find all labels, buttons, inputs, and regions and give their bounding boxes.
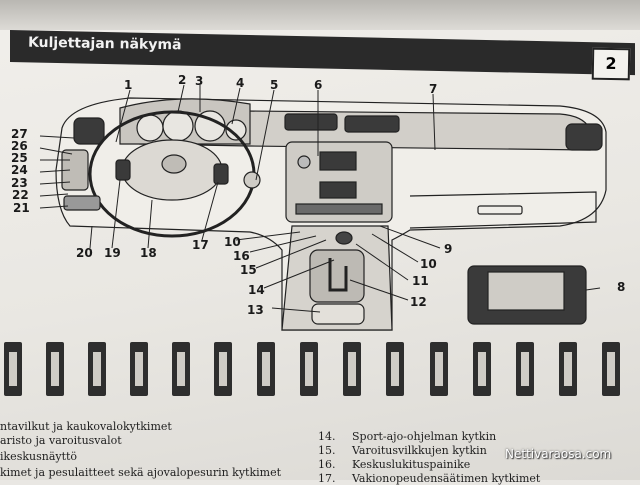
- callout-23: 23: [11, 176, 28, 190]
- gear-selector-surround: [309, 249, 365, 303]
- callout-6: 6: [314, 78, 323, 92]
- binder-tab: [214, 342, 232, 396]
- callout-5: 5: [270, 78, 279, 92]
- callout-27: 27: [11, 127, 28, 141]
- callout-2: 2: [178, 73, 187, 87]
- gauge-left: [136, 114, 164, 142]
- binder-tab: [516, 342, 534, 396]
- glovebox: [409, 191, 597, 229]
- callout-14: 14: [248, 283, 265, 297]
- legend-right-text: Varoitusvilkkujen kytkin: [352, 444, 487, 457]
- wheel-switches-left: [115, 159, 131, 181]
- gauge-speedometer: [162, 110, 194, 142]
- touch-screen-display: [487, 271, 565, 311]
- legend-left-item: ikeskusnäyttö: [0, 450, 78, 463]
- legend-right-text: Vakionopeudensäätimen kytkimet: [352, 472, 541, 485]
- binder-tabs: [0, 342, 640, 412]
- callout-1: 1: [124, 78, 133, 92]
- callout-10-right: 10: [420, 257, 437, 271]
- legend-right-number: 14.: [318, 430, 336, 443]
- console-lid: [311, 303, 365, 325]
- audio-knob: [297, 155, 311, 169]
- binder-tab: [430, 342, 448, 396]
- ignition-switch: [243, 171, 261, 189]
- steering-wheel-badge: [161, 154, 187, 174]
- callout-8: 8: [617, 280, 626, 294]
- callout-18: 18: [140, 246, 157, 260]
- callout-10-left: 10: [224, 235, 241, 249]
- binder-tab: [46, 342, 64, 396]
- binder-tab: [300, 342, 318, 396]
- binder-tab: [4, 342, 22, 396]
- binder-tab: [88, 342, 106, 396]
- legend-right-number: 15.: [318, 444, 336, 457]
- center-vent-right: [344, 115, 400, 133]
- callout-4: 4: [236, 76, 245, 90]
- binder-tab: [559, 342, 577, 396]
- callout-20: 20: [76, 246, 93, 260]
- right-vent: [565, 123, 603, 151]
- legend-right-number: 16.: [318, 458, 336, 471]
- control-buttons: [295, 203, 383, 215]
- binder-tab: [473, 342, 491, 396]
- legend-right-text: Keskuslukituspainike: [352, 458, 471, 471]
- gear-selector-gate: [328, 258, 348, 292]
- left-vent: [73, 117, 105, 145]
- climate-display: [319, 181, 357, 199]
- callout-21: 21: [13, 201, 30, 215]
- callout-25: 25: [11, 151, 28, 165]
- binder-tab: [386, 342, 404, 396]
- callout-22: 22: [12, 188, 29, 202]
- callout-3: 3: [195, 74, 204, 88]
- audio-display: [319, 151, 357, 171]
- center-vent-left: [284, 113, 338, 131]
- callout-26: 26: [11, 139, 28, 153]
- binder-tab: [172, 342, 190, 396]
- callout-11: 11: [412, 274, 429, 288]
- page-shadow: [0, 0, 640, 30]
- callout-7: 7: [429, 82, 438, 96]
- legend-left-item: aristo ja varoitusvalot: [0, 434, 122, 447]
- binder-tab: [343, 342, 361, 396]
- callout-12: 12: [410, 295, 427, 309]
- callout-15: 15: [240, 263, 257, 277]
- binder-tab: [602, 342, 620, 396]
- gear-knob: [335, 231, 353, 245]
- callout-24: 24: [11, 163, 28, 177]
- callout-9: 9: [444, 242, 453, 256]
- callout-17: 17: [192, 238, 209, 252]
- binder-tab: [257, 342, 275, 396]
- glovebox-handle: [477, 205, 523, 215]
- callout-16: 16: [233, 249, 250, 263]
- callout-19: 19: [104, 246, 121, 260]
- gauge-right: [225, 119, 247, 141]
- watermark: Nettivaraosa.com: [505, 447, 612, 461]
- legend-right-text: Sport-ajo-ohjelman kytkin: [352, 430, 497, 443]
- wheel-switches-right: [213, 163, 229, 185]
- bonnet-release: [63, 195, 101, 211]
- legend-right-number: 17.: [318, 472, 336, 485]
- binder-tab: [130, 342, 148, 396]
- callout-13: 13: [247, 303, 264, 317]
- legend-left-item: kimet ja pesulaitteet sekä ajovalopesuri…: [0, 466, 282, 479]
- legend-left-item: ntavilkut ja kaukovalokytkimet: [0, 420, 172, 433]
